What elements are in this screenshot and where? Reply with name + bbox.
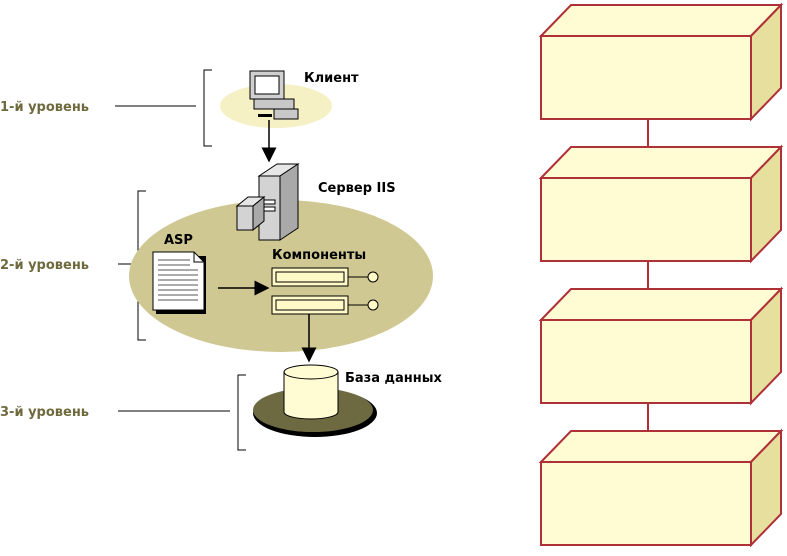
- server-icon: [235, 163, 300, 241]
- right-box-stack: [538, 2, 784, 548]
- stack-box-4: [538, 428, 784, 548]
- client-computer-icon: [249, 70, 299, 120]
- components-label: Компоненты: [272, 248, 366, 263]
- level-1-label: 1-й уровень: [0, 100, 89, 115]
- level-1: 1-й уровень: [0, 69, 212, 147]
- stack-box-2: [538, 144, 784, 264]
- level-2-label: 2-й уровень: [0, 258, 89, 273]
- stack-box-3: [538, 286, 784, 406]
- server-label: Сервер IIS: [318, 181, 396, 196]
- asp-label: ASP: [164, 233, 193, 248]
- asp-document-icon: [152, 251, 206, 314]
- database-label: База данных: [345, 371, 443, 386]
- level-3: 3-й уровень: [0, 374, 246, 451]
- stack-box-1: [538, 2, 784, 122]
- component-2: [271, 295, 379, 315]
- client-label: Клиент: [304, 71, 359, 86]
- level-3-label: 3-й уровень: [0, 405, 89, 420]
- database-icon: [283, 364, 339, 420]
- component-1: [271, 267, 379, 287]
- level-2: 2-й уровень: [0, 190, 146, 341]
